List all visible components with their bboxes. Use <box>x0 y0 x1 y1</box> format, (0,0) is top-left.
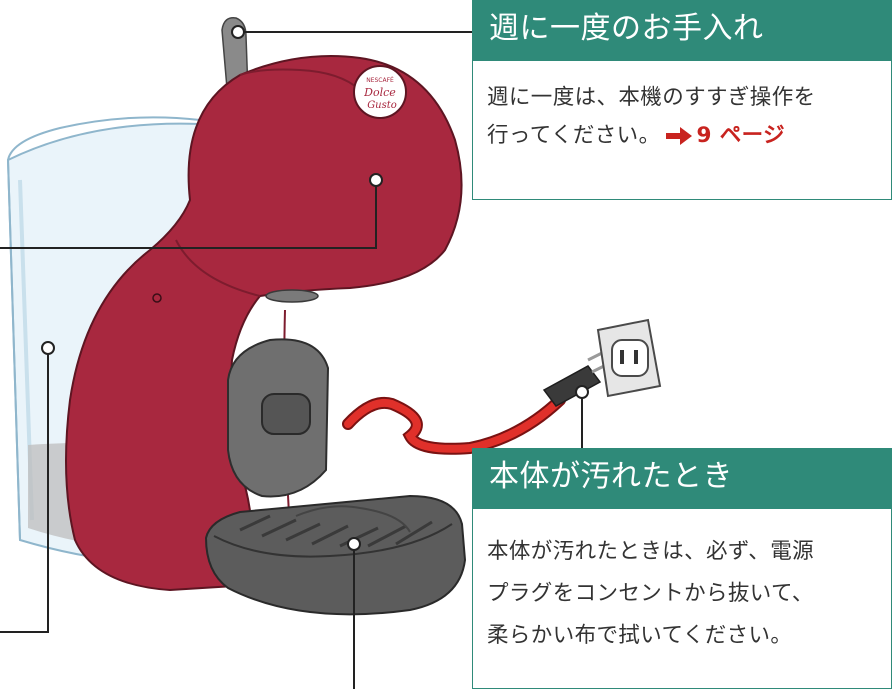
power-cord <box>342 350 609 455</box>
weekly-care-title: 週に一度のお手入れ <box>473 1 891 61</box>
right-arrow-icon <box>666 127 693 145</box>
leader-lines <box>0 31 583 689</box>
tank-marker <box>41 341 55 355</box>
nescafe-dolce-gusto-logo: NESCAFÉ Dolce Gusto <box>353 65 407 119</box>
dirty-body-line3: 柔らかい布で拭いてください。 <box>487 623 793 648</box>
dirty-body-line1: 本体が汚れたときは、必ず、電源 <box>487 539 814 564</box>
logo-brand-line1: NESCAFÉ <box>366 76 394 84</box>
plug-marker <box>575 385 589 399</box>
logo-brand-line2: Dolce <box>363 86 396 99</box>
weekly-care-callout: 週に一度のお手入れ 週に一度は、本機のすすぎ操作を 行ってください。 9 ページ <box>472 0 892 200</box>
page-reference-text: 9 ページ <box>696 123 785 148</box>
dirty-body-title: 本体が汚れたとき <box>473 449 891 509</box>
lever-marker <box>231 25 245 39</box>
dirty-body-callout: 本体が汚れたとき 本体が汚れたときは、必ず、電源 プラグをコンセントから抜いて、… <box>472 448 892 689</box>
weekly-care-line2: 行ってください。 <box>487 123 661 148</box>
drip-tray <box>204 494 467 616</box>
machine-body <box>65 55 463 592</box>
dirty-body-text: 本体が汚れたときは、必ず、電源 プラグをコンセントから抜いて、 柔らかい布で拭い… <box>473 509 891 657</box>
tray-marker <box>347 537 361 551</box>
page-reference-link[interactable]: 9 ページ <box>660 123 785 148</box>
weekly-care-body: 週に一度は、本機のすすぎ操作を 行ってください。 9 ページ <box>473 61 891 155</box>
head-marker <box>369 173 383 187</box>
weekly-care-line1: 週に一度は、本機のすすぎ操作を <box>487 85 816 110</box>
wall-outlet <box>596 318 662 398</box>
logo-brand-line3: Gusto <box>367 100 397 111</box>
dirty-body-line2: プラグをコンセントから抜いて、 <box>487 581 814 606</box>
marker-dots <box>41 25 589 551</box>
